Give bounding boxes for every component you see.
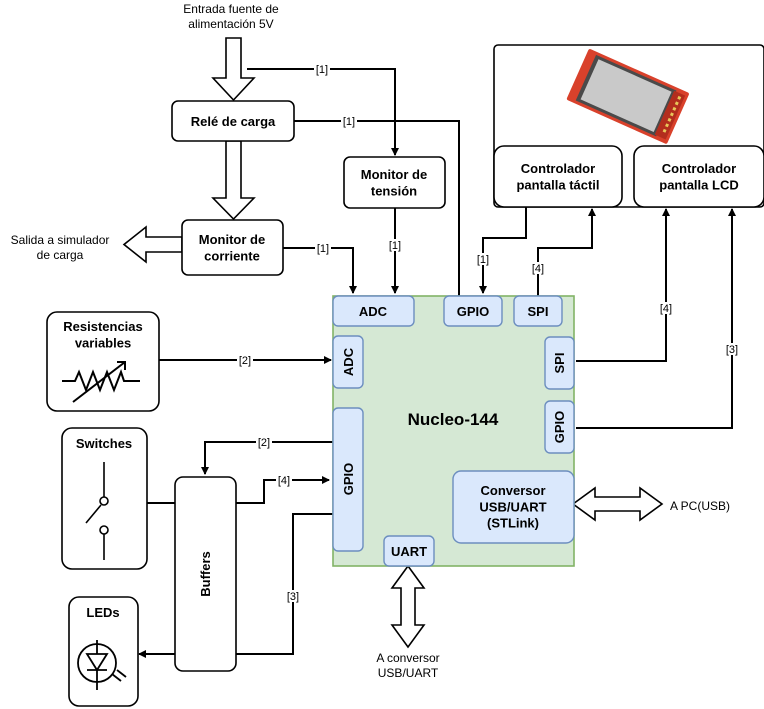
bus-label: [2] bbox=[239, 355, 251, 367]
wire-gpio-to-buffers bbox=[201, 441, 333, 475]
wire-buffers-to-gpio bbox=[236, 476, 330, 504]
adc-left-label: ADC bbox=[341, 347, 356, 376]
adc-left-port bbox=[332, 335, 364, 389]
lcd-controller-block bbox=[633, 145, 764, 208]
pc-usb-label: A PC(USB) bbox=[670, 499, 730, 513]
bus-label: [2] bbox=[258, 437, 270, 449]
bus-label-bg bbox=[256, 436, 272, 448]
display-photo-icon bbox=[566, 49, 689, 144]
bus-label-bg bbox=[658, 302, 674, 314]
bus-label-bg bbox=[276, 474, 292, 486]
bus-label-bg bbox=[314, 63, 330, 75]
bus-label-bg bbox=[341, 115, 357, 127]
bus-label-bg bbox=[724, 343, 740, 355]
bus-label-bg bbox=[315, 242, 331, 254]
bus-label: [1] bbox=[317, 243, 329, 255]
bus-label: [1] bbox=[343, 116, 355, 128]
adc-top-port bbox=[332, 295, 415, 327]
wire-gpio-to-lcd bbox=[576, 208, 736, 429]
gpio-left-port bbox=[332, 407, 364, 552]
bus-label: [1] bbox=[316, 64, 328, 76]
relay-block bbox=[171, 100, 295, 142]
wire-gpio-to-buffers-leds bbox=[236, 513, 333, 655]
spi-right-label: SPI bbox=[552, 353, 567, 374]
pc-usb-double-arrow bbox=[571, 486, 664, 522]
relay-label: Relé de carga bbox=[191, 114, 276, 129]
gpio-right-label: GPIO bbox=[552, 411, 567, 444]
bus-label: [3] bbox=[287, 591, 299, 603]
touch-controller-block bbox=[493, 145, 623, 208]
bus-label: [1] bbox=[389, 240, 401, 252]
uart-port bbox=[383, 535, 435, 567]
led-icon bbox=[77, 640, 127, 690]
bus-label: [4] bbox=[278, 475, 290, 487]
adc-top-label: ADC bbox=[359, 304, 388, 319]
bus-label: [4] bbox=[660, 303, 672, 315]
bus-label: [3] bbox=[726, 344, 738, 356]
mcu-label: Nucleo-144 bbox=[408, 410, 499, 429]
buffers-block bbox=[174, 476, 237, 672]
wire-spi-to-lcd bbox=[576, 208, 670, 362]
switches-label: Switches bbox=[76, 436, 132, 451]
gpio-left-label: GPIO bbox=[341, 463, 356, 496]
bus-label-bg bbox=[530, 262, 546, 274]
bus-label-bg bbox=[285, 590, 301, 602]
uart-double-arrow bbox=[390, 564, 426, 649]
bus-label-bg bbox=[387, 239, 403, 251]
leds-label: LEDs bbox=[86, 605, 119, 620]
usb-converter-block bbox=[452, 470, 575, 544]
spi-top-port bbox=[513, 295, 563, 327]
bus-label-bg bbox=[237, 354, 253, 366]
wire-spi-to-touch bbox=[537, 208, 596, 296]
relay-to-current-arrow bbox=[211, 140, 256, 221]
bus-label: [1] bbox=[477, 254, 489, 266]
voltage-monitor-block bbox=[343, 156, 446, 209]
gpio-right-port bbox=[544, 400, 575, 454]
spi-top-label: SPI bbox=[528, 304, 549, 319]
load-output-arrow bbox=[122, 225, 183, 264]
power-input-arrow bbox=[211, 37, 256, 102]
current-monitor-block bbox=[181, 219, 284, 276]
gpio-top-port bbox=[443, 295, 503, 327]
bus-label-bg bbox=[475, 253, 491, 265]
gpio-top-label: GPIO bbox=[457, 304, 490, 319]
switch-icon bbox=[85, 462, 109, 560]
wire-current-monitor-to-adc bbox=[283, 247, 357, 294]
bus-label: [4] bbox=[532, 263, 544, 275]
resistors-block bbox=[46, 311, 160, 412]
wire-power-to-voltage-monitor bbox=[247, 68, 399, 156]
buffers-label: Buffers bbox=[198, 551, 213, 597]
spi-right-port bbox=[544, 336, 575, 390]
wire-touch-to-gpio bbox=[479, 206, 527, 294]
variable-resistor-icon bbox=[62, 361, 140, 403]
uart-label: UART bbox=[391, 544, 427, 559]
